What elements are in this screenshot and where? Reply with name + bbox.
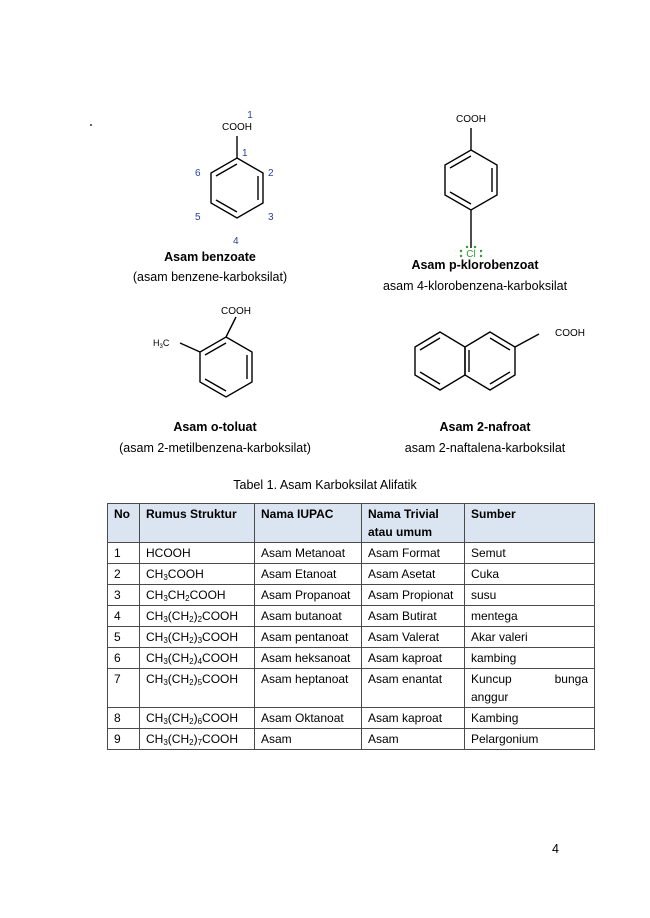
- p-chlorobenzoic-acid-iupac: asam 4-klorobenzena-karboksilat: [382, 279, 568, 293]
- cell-iupac: Asam heksanoat: [254, 647, 362, 669]
- benzoic-number-3: 3: [268, 212, 274, 223]
- cell-source: Pelargonium: [464, 728, 595, 750]
- cell-no: 3: [107, 584, 140, 606]
- cell-source: mentega: [464, 605, 595, 627]
- cell-iupac: Asam Metanoat: [254, 542, 362, 564]
- p-chlorobenzoic-acid-name: Asam p-klorobenzoat: [411, 258, 539, 272]
- header-iupac: Nama IUPAC: [254, 503, 362, 543]
- cell-source: Akar valeri: [464, 626, 595, 648]
- cell-formula: CH3CH2COOH: [139, 584, 255, 606]
- cell-no: 7: [107, 668, 140, 708]
- cell-trivial: Asam enantat: [361, 668, 465, 708]
- cell-trivial: Asam kaproat: [361, 647, 465, 669]
- benzoic-acid-structure: COOH 1 1 2 3 4 5 6: [195, 110, 274, 247]
- cell-trivial: Asam Propionat: [361, 584, 465, 606]
- cell-formula: CH3(CH2)5COOH: [139, 668, 255, 708]
- naphthoic-acid-structure: COOH: [414, 328, 585, 391]
- cell-formula: CH3(CH2)3COOH: [139, 626, 255, 648]
- cell-iupac: Asam pentanoat: [254, 626, 362, 648]
- cell-source: susu: [464, 584, 595, 606]
- header-no: No: [107, 503, 140, 543]
- cell-formula: CH3(CH2)7COOH: [139, 728, 255, 750]
- o-toluic-cooh-label: COOH: [221, 306, 251, 317]
- cell-no: 5: [107, 626, 140, 648]
- o-toluic-acid-structure: COOH H3C: [153, 306, 253, 398]
- p-chlorobenzoic-cooh-label: COOH: [456, 114, 486, 125]
- cell-formula: HCOOH: [139, 542, 255, 564]
- table-header-row: No Rumus Struktur Nama IUPAC Nama Trivia…: [107, 503, 595, 543]
- cell-trivial: Asam kaproat: [361, 707, 465, 729]
- cell-source: Kuncup bunga anggur: [464, 668, 595, 708]
- benzoic-cooh-label: COOH: [222, 122, 252, 133]
- naphthoic-cooh-label: COOH: [555, 328, 585, 339]
- o-toluic-acid-name: Asam o-toluat: [173, 420, 257, 434]
- cell-no: 1: [107, 542, 140, 564]
- cell-iupac: Asam: [254, 728, 362, 750]
- cell-trivial: Asam Format: [361, 542, 465, 564]
- cell-source: kambing: [464, 647, 595, 669]
- benzoic-acid-iupac: (asam benzene-karboksilat): [132, 270, 288, 284]
- o-toluic-acid-iupac: (asam 2-metilbenzena-karboksilat): [119, 441, 311, 455]
- cell-trivial: Asam Valerat: [361, 626, 465, 648]
- cell-formula: CH3(CH2)6COOH: [139, 707, 255, 729]
- stray-dot: [90, 124, 92, 126]
- cell-iupac: Asam Propanoat: [254, 584, 362, 606]
- cell-iupac: Asam Oktanoat: [254, 707, 362, 729]
- p-chlorobenzoic-acid-structure: COOH Cl: [444, 114, 498, 260]
- cell-no: 2: [107, 563, 140, 585]
- cell-no: 8: [107, 707, 140, 729]
- benzoic-number-2: 2: [268, 168, 274, 179]
- benzoic-number-c1-carboxyl: 1: [247, 110, 253, 121]
- header-formula: Rumus Struktur: [139, 503, 255, 543]
- cell-iupac: Asam heptanoat: [254, 668, 362, 708]
- cell-iupac: Asam Etanoat: [254, 563, 362, 585]
- benzoic-acid-name: Asam benzoate: [164, 250, 256, 264]
- page-number: 4: [552, 842, 559, 856]
- cell-no: 9: [107, 728, 140, 750]
- cell-trivial: Asam Asetat: [361, 563, 465, 585]
- cell-formula: CH3(CH2)4COOH: [139, 647, 255, 669]
- naphthoic-acid-iupac: asam 2-naftalena-karboksilat: [404, 441, 566, 455]
- cell-trivial: Asam: [361, 728, 465, 750]
- header-trivial: Nama Trivial atau umum: [361, 503, 465, 543]
- naphthoic-acid-name: Asam 2-nafroat: [439, 420, 531, 434]
- cell-iupac: Asam butanoat: [254, 605, 362, 627]
- cell-source: Kambing: [464, 707, 595, 729]
- cell-trivial: Asam Butirat: [361, 605, 465, 627]
- table-title: Tabel 1. Asam Karboksilat Alifatik: [233, 478, 417, 492]
- cell-no: 4: [107, 605, 140, 627]
- cell-formula: CH3COOH: [139, 563, 255, 585]
- benzoic-number-4: 4: [233, 236, 239, 247]
- cell-formula: CH3(CH2)2COOH: [139, 605, 255, 627]
- header-source: Sumber: [464, 503, 595, 543]
- o-toluic-methyl-label: H3C: [153, 338, 170, 350]
- cell-source: Cuka: [464, 563, 595, 585]
- benzoic-number-6: 6: [195, 168, 201, 179]
- carboxylic-acid-table: No Rumus Struktur Nama IUPAC Nama Trivia…: [107, 503, 595, 750]
- cell-no: 6: [107, 647, 140, 669]
- benzoic-number-1: 1: [242, 148, 248, 159]
- cell-source: Semut: [464, 542, 595, 564]
- benzoic-number-5: 5: [195, 212, 201, 223]
- p-chlorobenzoic-cl-label: Cl: [466, 249, 475, 260]
